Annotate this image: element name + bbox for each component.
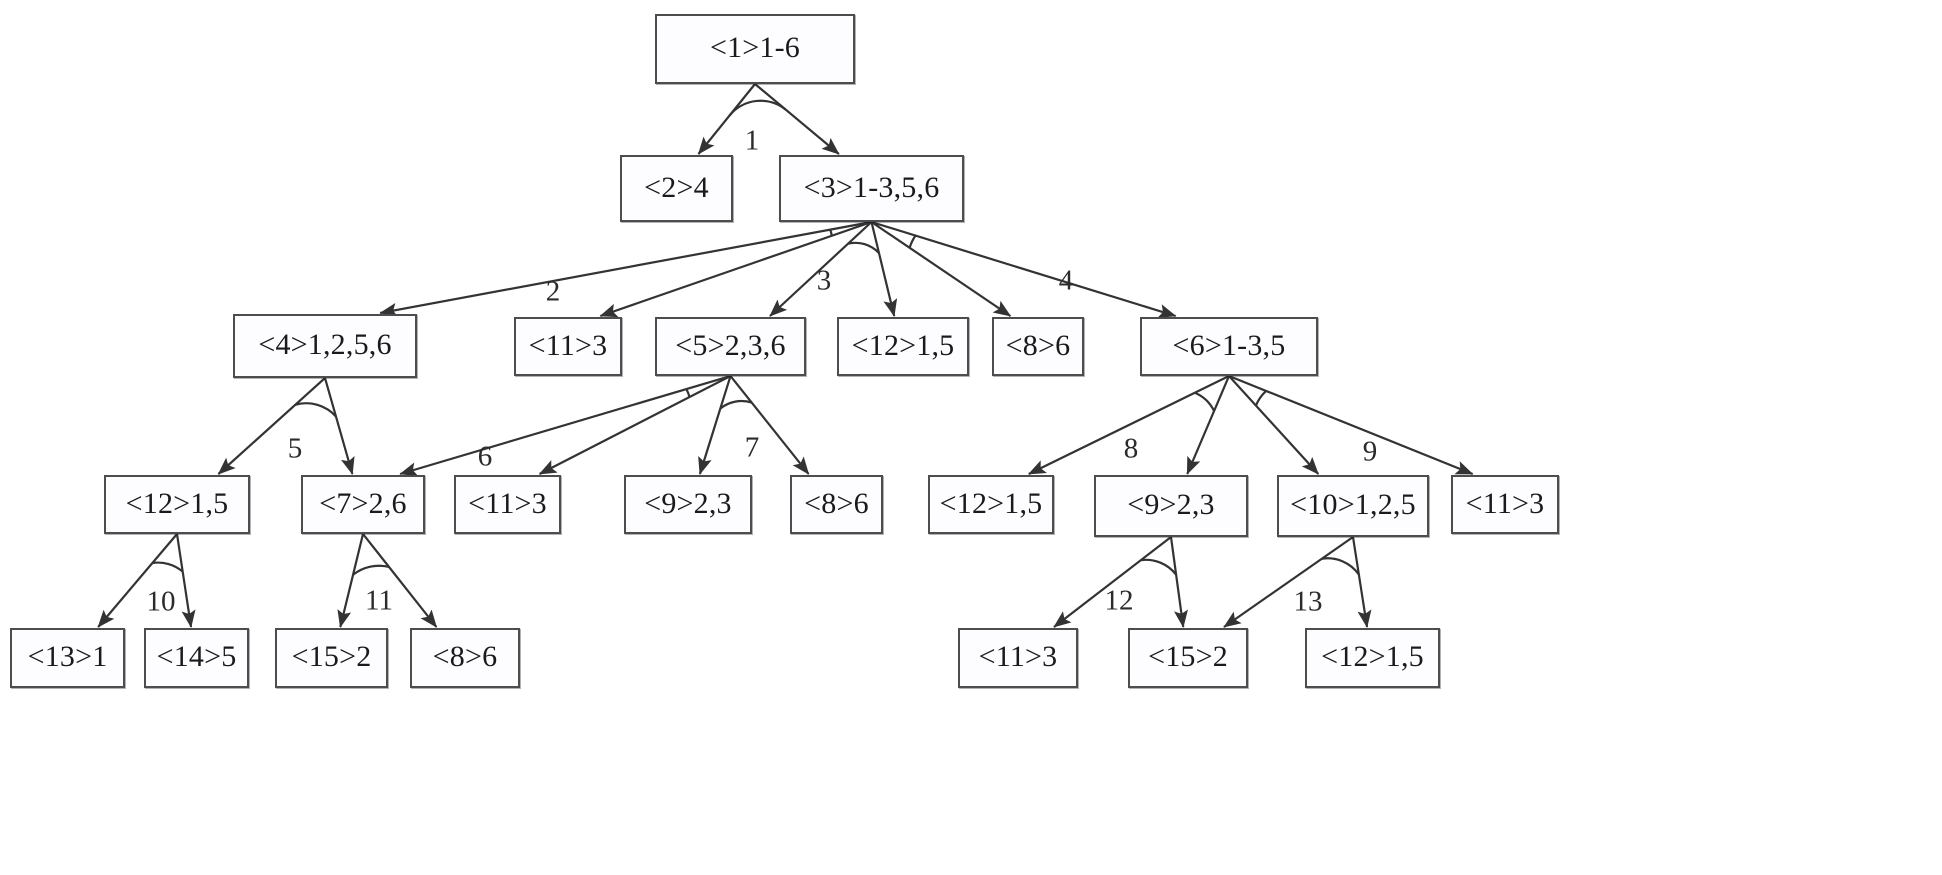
tree-node[interactable]: <12>1,5 [104, 475, 250, 534]
tree-edge [698, 375, 732, 475]
tree-node-label: <2>4 [644, 170, 709, 204]
and-arc-marker [152, 561, 184, 573]
tree-node-label: <12>1,5 [1321, 640, 1424, 673]
tree-node-label: <4>1,2,5,6 [258, 328, 392, 361]
and-arc-marker [1254, 390, 1267, 407]
tree-edge [870, 221, 898, 317]
tree-edge [538, 375, 732, 475]
and-arc-marker [1321, 557, 1360, 576]
tree-node-label: <5>2,3,6 [675, 328, 786, 362]
edge-group-label: 3 [816, 264, 832, 297]
tree-edge [1223, 536, 1354, 628]
tree-node[interactable]: <2>4 [620, 155, 733, 222]
tree-node[interactable]: <11>3 [1451, 475, 1559, 534]
and-arc-marker [719, 399, 753, 410]
edge-group-label: 1 [744, 124, 760, 157]
tree-node[interactable]: <6>1-3,5 [1140, 317, 1318, 376]
and-arc-marker [352, 564, 390, 576]
and-arc-marker [847, 241, 880, 254]
tree-edge [323, 377, 355, 475]
and-arc-marker [729, 99, 787, 116]
tree-node[interactable]: <1>1-6 [655, 14, 855, 84]
tree-edge [754, 83, 840, 155]
tree-node[interactable]: <3>1-3,5,6 [779, 155, 964, 222]
tree-edge [1228, 374, 1474, 476]
edge-group-label: 13 [1293, 585, 1323, 618]
tree-node-label: <3>1-3,5,6 [803, 170, 940, 204]
tree-node-label: <7>2,6 [319, 486, 407, 520]
tree-node[interactable]: <13>1 [10, 628, 125, 688]
tree-edge [1169, 536, 1188, 628]
tree-node[interactable]: <10>1,2,5 [1277, 475, 1429, 537]
edge-group-label: 11 [365, 584, 393, 617]
tree-node[interactable]: <11>3 [958, 628, 1078, 688]
edge-group-label: 8 [1123, 432, 1139, 465]
edge-group-label: 7 [744, 431, 760, 464]
tree-node-label: <10>1,2,5 [1290, 488, 1416, 521]
tree-node-label: <8>6 [432, 640, 498, 673]
tree-node-label: <1>1-6 [709, 31, 801, 64]
tree-edge [379, 220, 872, 317]
tree-node[interactable]: <9>2,3 [1094, 475, 1248, 537]
edge-group-label: 6 [477, 440, 493, 473]
tree-node-label: <15>2 [1148, 640, 1228, 673]
edge-group-label: 12 [1104, 584, 1134, 617]
tree-node-label: <9>2,3 [644, 486, 732, 520]
tree-edge [1351, 536, 1372, 628]
tree-edge [399, 374, 731, 476]
tree-node-label: <15>2 [291, 640, 372, 673]
tree-node[interactable]: <5>2,3,6 [655, 317, 806, 376]
tree-node[interactable]: <12>1,5 [928, 475, 1054, 534]
tree-node-label: <6>1-3,5 [1172, 328, 1286, 362]
tree-node[interactable]: <9>2,3 [624, 475, 752, 534]
tree-node-label: <14>5 [156, 640, 237, 673]
tree-edge [337, 533, 365, 628]
tree-node[interactable]: <15>2 [1128, 628, 1248, 688]
tree-node-label: <12>1,5 [851, 328, 955, 362]
edge-group-label: 10 [146, 585, 176, 618]
edge-group-label: 5 [287, 432, 303, 465]
tree-node[interactable]: <14>5 [144, 628, 249, 688]
and-arc-marker [685, 388, 691, 398]
tree-node-label: <11>3 [978, 640, 1058, 673]
tree-edge [1186, 375, 1231, 475]
and-arc-marker [829, 229, 833, 236]
tree-node-label: <11>3 [1465, 486, 1545, 520]
tree-node[interactable]: <7>2,6 [301, 475, 425, 534]
and-arc-marker [1194, 391, 1216, 412]
tree-node-label: <8>6 [1005, 328, 1071, 362]
tree-node-label: <12>1,5 [125, 486, 229, 520]
tree-node[interactable]: <11>3 [454, 475, 561, 534]
tree-node-label: <11>3 [528, 328, 608, 362]
tree-edge [1228, 375, 1320, 475]
tree-edge [870, 221, 1012, 317]
edge-group-label: 9 [1362, 435, 1378, 468]
tree-node[interactable]: <15>2 [275, 628, 388, 688]
tree-node[interactable]: <12>1,5 [837, 317, 969, 376]
edge-group-label: 2 [545, 275, 561, 308]
and-arc-marker [294, 402, 337, 418]
tree-node[interactable]: <11>3 [514, 317, 622, 376]
tree-node-label: <8>6 [804, 486, 869, 520]
tree-edge [871, 220, 1177, 318]
tree-node-label: <13>1 [27, 640, 108, 673]
edge-group-label: 4 [1058, 264, 1074, 297]
tree-node-label: <12>1,5 [939, 486, 1043, 520]
tree-node[interactable]: <12>1,5 [1305, 628, 1440, 688]
and-arc-marker [1140, 558, 1177, 576]
tree-edge [729, 375, 810, 475]
tree-node[interactable]: <8>6 [992, 317, 1084, 376]
tree-node[interactable]: <8>6 [410, 628, 520, 688]
tree-edge [175, 533, 196, 628]
tree-node[interactable]: <8>6 [790, 475, 883, 534]
tree-node[interactable]: <4>1,2,5,6 [233, 314, 417, 378]
tree-node-label: <9>2,3 [1127, 488, 1215, 521]
tree-edge [217, 377, 326, 475]
and-arc-marker [908, 234, 917, 249]
tree-node-label: <11>3 [468, 486, 547, 520]
